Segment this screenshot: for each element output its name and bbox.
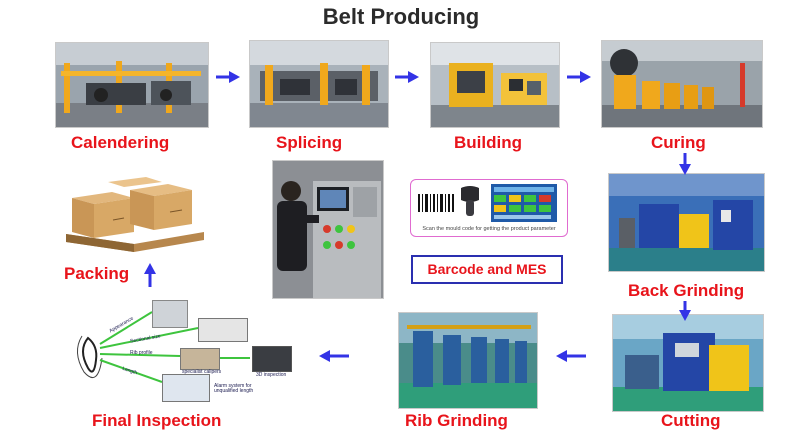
- barcode-mes-label: Barcode and MES: [411, 255, 563, 284]
- label-rib-grinding: Rib Grinding: [405, 411, 508, 430]
- arrow-right-icon: [394, 70, 420, 84]
- label-back-grinding: Back Grinding: [628, 281, 745, 300]
- barcode-mes-panel: Scan the mould code for getting the prod…: [410, 179, 568, 237]
- arrow-right-icon: [215, 70, 241, 84]
- operator-terminal-photo: [272, 160, 384, 299]
- page-title: Belt Producing: [322, 4, 480, 29]
- appearance-thumbnail: [152, 300, 188, 328]
- calendering-photo: [55, 42, 209, 128]
- length-machine-thumbnail: [162, 374, 210, 402]
- arrow-right-icon: [566, 70, 592, 84]
- cutting-photo: [612, 314, 764, 412]
- calipers-thumbnail: [180, 348, 220, 370]
- barcode-icon: [417, 192, 455, 214]
- mes-screen-icon: [491, 184, 557, 222]
- label-curing: Curing: [651, 133, 706, 152]
- label-packing: Packing: [64, 264, 130, 283]
- back-grinding-photo: [608, 173, 765, 272]
- 3d-inspection-thumbnail: [252, 346, 292, 372]
- arrow-left-icon: [318, 349, 350, 363]
- arrow-left-icon: [555, 349, 587, 363]
- splicing-photo: [249, 40, 389, 128]
- arrow-up-icon: [143, 262, 157, 288]
- packing-boxes-illustration: [62, 176, 208, 254]
- 3d-inspection-note: 3D inspection: [256, 372, 287, 378]
- final-inspection-diagram: Appearance Sectional size Rib profile Le…: [70, 298, 300, 402]
- arrow-down-icon: [678, 152, 692, 176]
- building-photo: [430, 42, 560, 128]
- inspection-connector-lines: [77, 311, 250, 383]
- barcode-scanner-icon: [461, 186, 479, 216]
- rib-grinding-photo: [398, 312, 538, 409]
- mes-caption: Scan the mould code for getting the prod…: [422, 226, 556, 232]
- label-splicing: Splicing: [276, 133, 343, 152]
- sectional-size-thumbnail: [198, 318, 248, 342]
- label-final-inspection: Final Inspection: [92, 411, 222, 430]
- rib-profile-note: Rib profile: [130, 350, 153, 356]
- label-cutting: Cutting: [661, 411, 721, 430]
- calipers-note: specialist calipers: [182, 369, 222, 375]
- curing-photo: [601, 40, 763, 128]
- label-calendering: Calendering: [71, 133, 170, 152]
- arrow-down-icon: [678, 300, 692, 322]
- alarm-system-note: Alarm system for unqualified length: [214, 383, 254, 394]
- label-building: Building: [454, 133, 522, 152]
